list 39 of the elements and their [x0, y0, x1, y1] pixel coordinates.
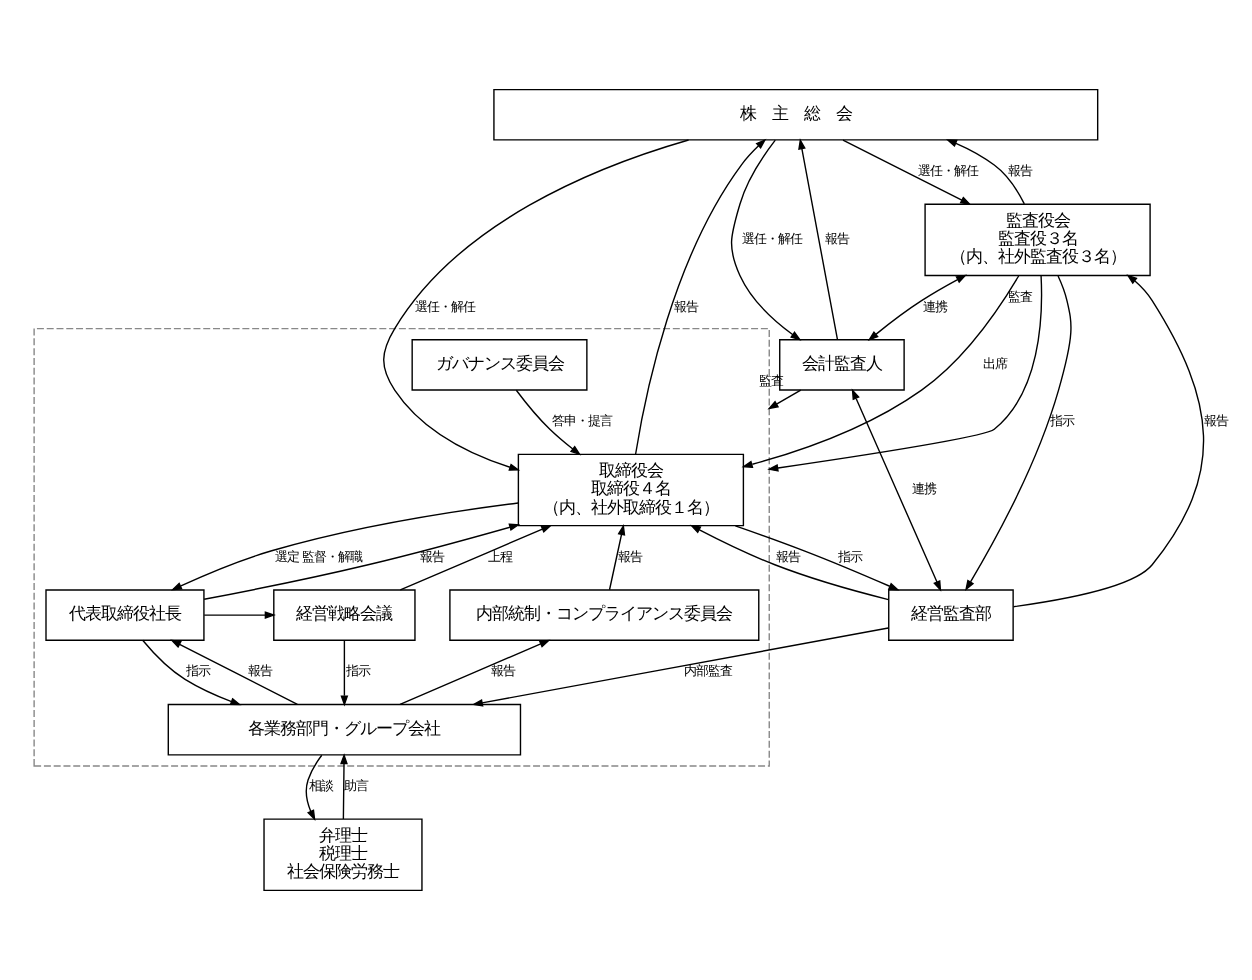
node-box: 取締役会 取締役４名 （内、社外取締役１名）	[517, 453, 745, 527]
arrow	[515, 389, 582, 456]
node-box: 内部統制・コンプライアンス委員会	[449, 589, 760, 641]
arrow	[842, 139, 972, 205]
arrow	[634, 138, 767, 455]
arrow	[399, 639, 551, 706]
arrow	[689, 524, 890, 601]
arrow	[734, 525, 900, 591]
arrow	[141, 639, 242, 706]
arrow	[203, 611, 276, 619]
node-box: 経営戦略会議	[273, 589, 416, 641]
arrow	[767, 389, 802, 410]
arrow	[730, 139, 802, 341]
arrow	[399, 524, 553, 591]
arrow	[170, 502, 519, 591]
arrow	[608, 524, 626, 591]
arrow	[867, 274, 968, 342]
node-box: 株 主 総 会	[493, 88, 1099, 141]
arrow	[767, 275, 1043, 472]
arrow	[741, 274, 1020, 469]
arrow	[170, 639, 299, 706]
arrow	[798, 138, 839, 341]
node-box: 監査役会 監査役３名 （内、社外監査役３名）	[924, 203, 1151, 277]
arrow	[340, 640, 349, 707]
arrow	[1012, 274, 1205, 608]
arrow	[383, 139, 690, 471]
node-box: 各業務部門・グループ会社	[167, 703, 522, 756]
arrow	[851, 388, 942, 592]
arrow	[965, 275, 1072, 592]
node-box: 弁理士 税理士 社会保険労務士	[263, 818, 423, 892]
node-box: 経営監査部	[888, 589, 1014, 641]
arrow	[340, 753, 348, 820]
arrow	[471, 627, 889, 707]
arrow	[945, 139, 1025, 205]
arrow	[203, 523, 521, 600]
arrow	[305, 754, 323, 821]
node-box: 代表取締役社長	[45, 589, 205, 641]
node-box: ガバナンス委員会	[411, 339, 588, 391]
node-box: 会計監査人	[779, 339, 905, 391]
